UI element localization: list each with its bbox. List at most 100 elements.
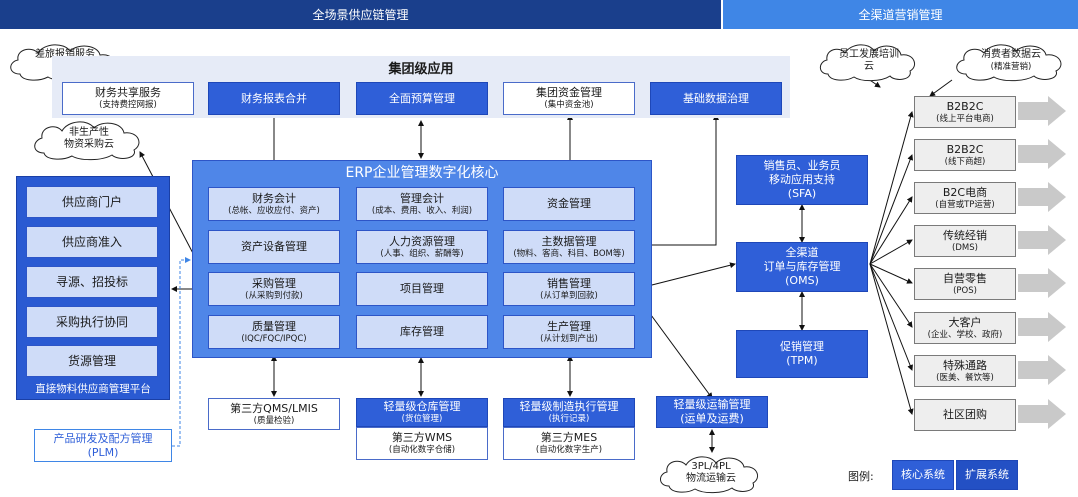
plm-label: 产品研发及配方管理 [53, 431, 153, 445]
travel-cloud-line1: 差旅报销服务 [35, 48, 95, 60]
erp-module-hr[interactable]: 人力资源管理 (人事、组织、薪酬等) [356, 230, 488, 264]
channel-label: B2B2C [946, 142, 984, 156]
plm-sub: (PLM) [87, 445, 119, 459]
plm-box[interactable]: 产品研发及配方管理 (PLM) [34, 429, 172, 462]
erp-module-sales[interactable]: 销售管理 (从订单到回款) [503, 272, 635, 306]
channel-sub: (DMS) [952, 242, 978, 253]
channel-sub: (企业、学校、政府) [927, 329, 1003, 340]
mes-sub: (自动化数字生产) [535, 445, 603, 456]
channel-sub: (医美、餐饮等) [936, 372, 994, 383]
erp-module-asset-equipment[interactable]: 资产设备管理 [208, 230, 340, 264]
erp-module-sub: (从计划到产出) [540, 333, 598, 344]
staff-cloud-line2: 云 [864, 61, 874, 72]
channel-community-group-buy[interactable]: 社区团购 [914, 399, 1016, 431]
supplier-item-source-management[interactable]: 货源管理 [26, 345, 158, 377]
group-app-label: 财务共享服务 [95, 86, 161, 100]
third-party-qms[interactable]: 第三方QMS/LMIS (质量检验) [208, 398, 340, 430]
staff-cloud-line1: 员工发展培训 [839, 48, 899, 60]
legend-label: 图例: [848, 470, 874, 483]
group-app-master-data-governance[interactable]: 基础数据治理 [650, 82, 782, 115]
supplier-item-sourcing[interactable]: 寻源、招投标 [26, 266, 158, 298]
erp-module-project[interactable]: 项目管理 [356, 272, 488, 306]
erp-module-purchasing[interactable]: 采购管理 (从采购到付款) [208, 272, 340, 306]
light-wms[interactable]: 轻量级仓库管理 (货位管理) [356, 398, 488, 427]
supplier-item-portal[interactable]: 供应商门户 [26, 186, 158, 218]
light-mes-sub: (执行记录) [548, 414, 590, 425]
erp-module-treasury[interactable]: 资金管理 [503, 187, 635, 221]
oms-box[interactable]: 全渠道 订单与库存管理 (OMS) [736, 242, 868, 292]
wms-sub: (自动化数字仓储) [388, 445, 456, 456]
channel-key-accounts[interactable]: 大客户 (企业、学校、政府) [914, 312, 1016, 344]
header-marketing: 全渠道营销管理 [723, 0, 1078, 29]
group-app-budget[interactable]: 全面预算管理 [356, 82, 488, 115]
erp-core-title: ERP企业管理数字化核心 [345, 165, 499, 181]
channel-traditional-distribution[interactable]: 传统经销 (DMS) [914, 225, 1016, 257]
channel-label: 社区团购 [943, 408, 987, 422]
tpm-box[interactable]: 促销管理 (TPM) [736, 330, 868, 378]
third-party-mes[interactable]: 第三方MES (自动化数字生产) [503, 427, 635, 460]
erp-module-label: 人力资源管理 [389, 234, 455, 248]
tpm-sub: (TPM) [786, 354, 818, 367]
erp-module-sub: (从采购到付款) [245, 290, 303, 301]
oms-sub: (OMS) [785, 273, 819, 287]
erp-module-management-accounting[interactable]: 管理会计 (成本、费用、收入、利润) [356, 187, 488, 221]
light-mes-label: 轻量级制造执行管理 [519, 400, 619, 414]
third-party-wms[interactable]: 第三方WMS (自动化数字仓储) [356, 427, 488, 460]
group-app-sub: (支持费控网报) [99, 100, 157, 111]
erp-module-sub: (人事、组织、薪酬等) [380, 248, 464, 259]
group-app-label: 基础数据治理 [683, 91, 749, 105]
nonprod-cloud-line1: 非生产性 [69, 126, 109, 138]
channel-sub: (线下商超) [944, 156, 986, 167]
erp-module-label: 财务会计 [252, 191, 296, 205]
channel-self-retail[interactable]: 自营零售 (POS) [914, 268, 1016, 300]
legend-core-system: 核心系统 [892, 460, 954, 490]
header-supply-chain: 全场景供应链管理 [0, 0, 721, 29]
sfa-box[interactable]: 销售员、业务员 移动应用支持 (SFA) [736, 155, 868, 205]
nonprod-cloud-line2: 物资采购云 [64, 139, 114, 150]
logistics-cloud-line1: 3PL/4PL [691, 460, 731, 472]
erp-module-label: 项目管理 [400, 282, 444, 296]
group-app-label: 集团资金管理 [536, 86, 602, 100]
channel-sub: (线上平台电商) [936, 113, 994, 124]
erp-module-sub: (从订单到回款) [540, 290, 598, 301]
erp-module-label: 生产管理 [547, 319, 591, 333]
erp-module-label: 质量管理 [252, 319, 296, 333]
channel-special[interactable]: 特殊通路 (医美、餐饮等) [914, 355, 1016, 387]
erp-module-inventory[interactable]: 库存管理 [356, 315, 488, 349]
channel-sub: (自营或TP运营) [935, 199, 995, 210]
group-app-finance-shared[interactable]: 财务共享服务 (支持费控网报) [62, 82, 194, 115]
channel-label: 自营零售 [943, 271, 987, 285]
erp-module-sub: (IQC/FQC/IPQC) [241, 333, 307, 344]
consumer-cloud-line2: (精准营销) [990, 61, 1032, 72]
nonprod-procurement-cloud: 非生产性 物资采购云 [30, 117, 148, 161]
group-app-report-consolidation[interactable]: 财务报表合并 [208, 82, 340, 115]
erp-module-master-data[interactable]: 主数据管理 (物料、客商、科目、BOM等) [503, 230, 635, 264]
erp-module-sub: (总帐、应收应付、资产) [228, 205, 320, 216]
light-tms[interactable]: 轻量级运输管理 (运单及运费) [656, 396, 768, 428]
group-app-sub: (集中资金池) [544, 100, 594, 111]
mes-label: 第三方MES [540, 431, 598, 445]
supplier-item-collaboration[interactable]: 采购执行协同 [26, 306, 158, 338]
channel-b2b2c-online[interactable]: B2B2C (线上平台电商) [914, 96, 1016, 128]
wms-label: 第三方WMS [391, 431, 453, 445]
sfa-line2: 移动应用支持 [769, 173, 835, 187]
channel-b2b2c-offline[interactable]: B2B2C (线下商超) [914, 139, 1016, 171]
consumer-cloud-line1: 消费者数据云 [981, 49, 1041, 61]
channel-label: 大客户 [948, 315, 982, 329]
erp-module-label: 资金管理 [547, 197, 591, 211]
logistics-cloud: 3PL/4PL 物流运输云 [656, 452, 766, 494]
logistics-cloud-line2: 物流运输云 [686, 473, 736, 484]
erp-module-production[interactable]: 生产管理 (从计划到产出) [503, 315, 635, 349]
erp-module-financial-accounting[interactable]: 财务会计 (总帐、应收应付、资产) [208, 187, 340, 221]
group-apps-title: 集团级应用 [388, 62, 454, 77]
channel-b2c-ecommerce[interactable]: B2C电商 (自营或TP运营) [914, 182, 1016, 214]
group-app-treasury[interactable]: 集团资金管理 (集中资金池) [503, 82, 635, 115]
supplier-platform-title: 直接物料供应商管理平台 [35, 383, 151, 395]
supplier-item-admission[interactable]: 供应商准入 [26, 226, 158, 258]
consumer-data-cloud: 消费者数据云 (精准营销) [952, 40, 1070, 82]
erp-module-quality[interactable]: 质量管理 (IQC/FQC/IPQC) [208, 315, 340, 349]
light-mes[interactable]: 轻量级制造执行管理 (执行记录) [503, 398, 635, 427]
group-app-label: 全面预算管理 [389, 91, 455, 105]
oms-line1: 全渠道 [785, 246, 819, 260]
qms-label: 第三方QMS/LMIS [230, 401, 318, 415]
